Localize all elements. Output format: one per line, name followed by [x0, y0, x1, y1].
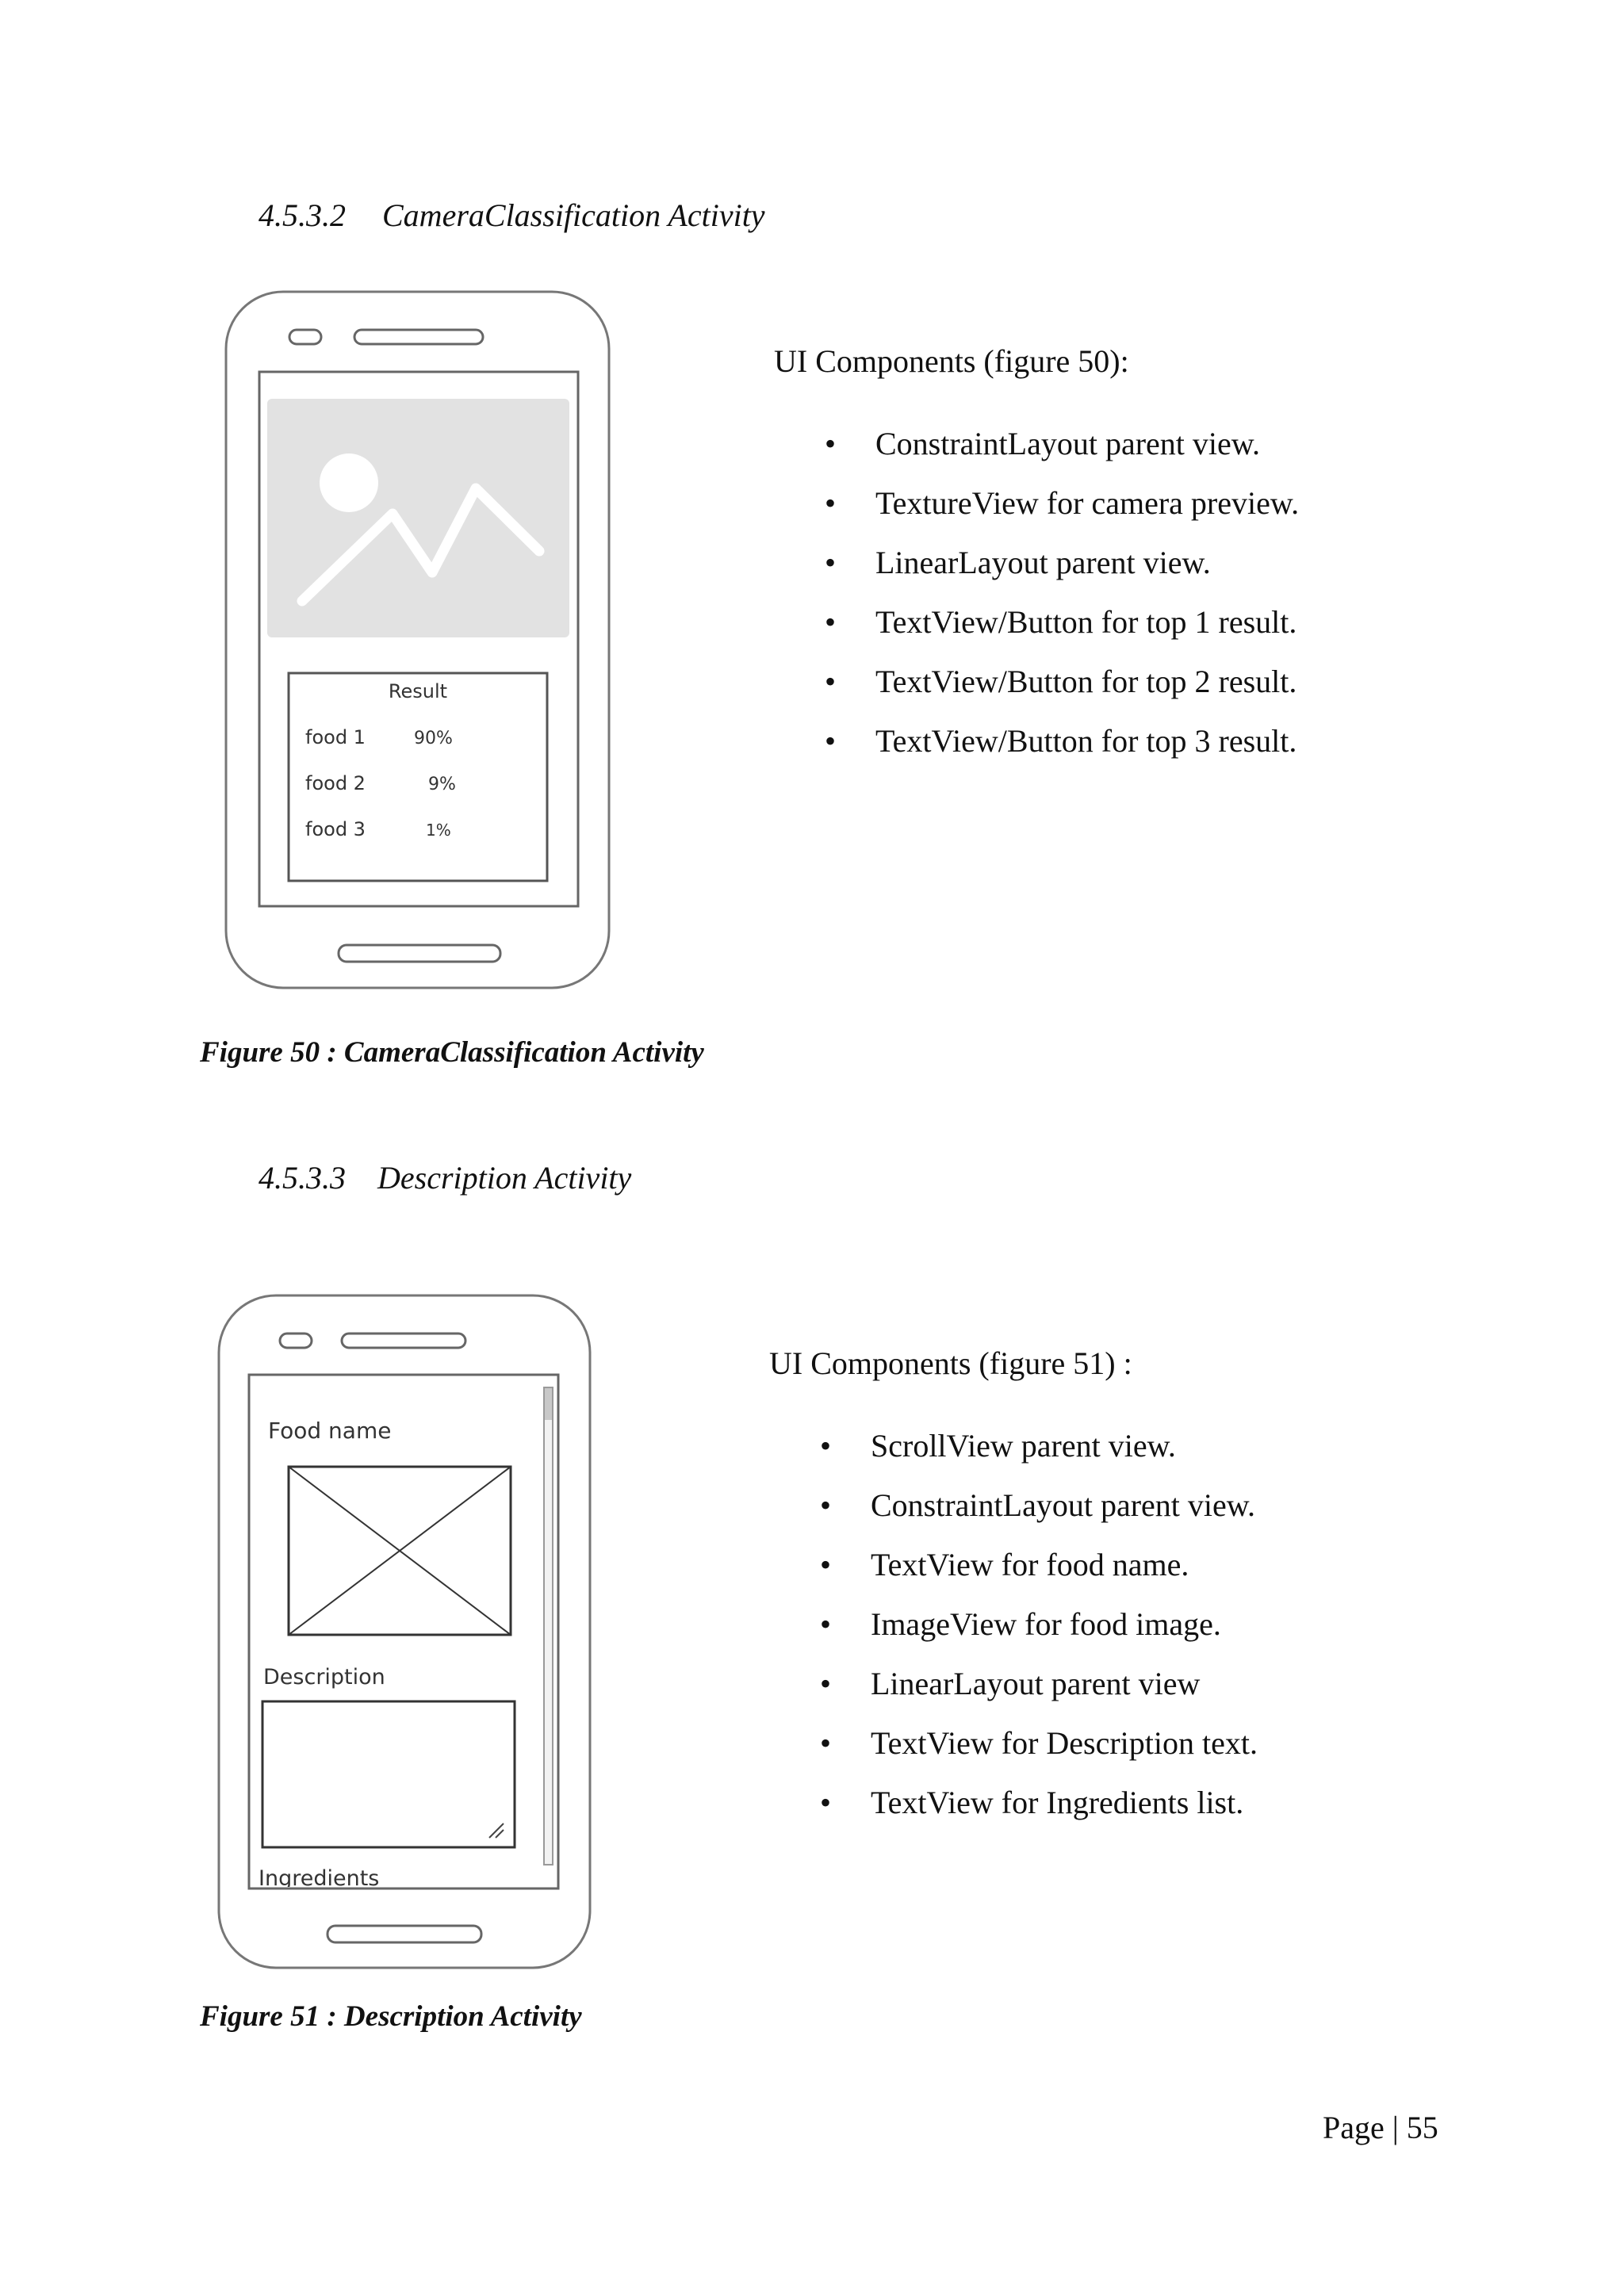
home-button: [326, 1924, 483, 1944]
section-title: CameraClassification Activity: [382, 197, 765, 233]
camera-activity-mockup: Result food 1 90% food 2 9% food 3 1%: [224, 290, 611, 989]
result-row-2-label: food 2: [305, 772, 366, 794]
figure-caption-51: Figure 51 : Description Activity: [200, 2000, 582, 2033]
image-placeholder-icon: [267, 399, 569, 637]
result-row-1-label: food 1: [305, 726, 366, 748]
resize-grip-icon: [488, 1823, 504, 1839]
scrollbar-thumb: [545, 1388, 552, 1420]
result-row-3-value: 1%: [426, 821, 451, 840]
list-item: ScrollView parent view.: [820, 1427, 1258, 1487]
list-item: TextView for Ingredients list.: [820, 1784, 1258, 1843]
figure-caption-50: Figure 50 : CameraClassification Activit…: [200, 1036, 704, 1069]
section-number: 4.5.3.2: [259, 197, 346, 233]
section-number: 4.5.3.3: [259, 1160, 346, 1196]
scrollbar-track: [543, 1387, 553, 1866]
description-textbox: [261, 1700, 516, 1849]
speaker-icon: [340, 1332, 467, 1349]
result-row-1-value: 90%: [414, 729, 453, 748]
list-item: TextView/Button for top 1 result.: [825, 603, 1299, 663]
result-title: Result: [389, 680, 447, 702]
result-row-2-value: 9%: [428, 775, 456, 794]
speaker-icon: [353, 328, 485, 346]
list-item: LinearLayout parent view: [820, 1665, 1258, 1724]
result-row-3-label: food 3: [305, 818, 366, 840]
list-item: TextView for Description text.: [820, 1724, 1258, 1784]
components-list-camera: ConstraintLayout parent view. TextureVie…: [825, 425, 1299, 782]
list-item: TextView/Button for top 2 result.: [825, 663, 1299, 722]
list-item: LinearLayout parent view.: [825, 544, 1299, 603]
section-heading-description: 4.5.3.3 Description Activity: [259, 1159, 631, 1196]
page-number: Page | 55: [1323, 2110, 1438, 2145]
section-title: Description Activity: [377, 1160, 632, 1196]
list-item: ConstraintLayout parent view.: [820, 1487, 1258, 1546]
list-item: TextView for food name.: [820, 1546, 1258, 1605]
description-activity-mockup: Food name Description Ingredients: [217, 1294, 592, 1969]
image-placeholder-x-icon: [287, 1465, 512, 1636]
list-item: ConstraintLayout parent view.: [825, 425, 1299, 484]
components-list-description: ScrollView parent view. ConstraintLayout…: [820, 1427, 1258, 1843]
list-item: TextureView for camera preview.: [825, 484, 1299, 544]
result-panel: [287, 672, 549, 882]
camera-icon: [288, 328, 323, 346]
camera-icon: [278, 1332, 313, 1349]
description-label: Description: [263, 1665, 385, 1689]
food-name-label: Food name: [268, 1418, 391, 1444]
ingredients-label: Ingredients: [259, 1866, 379, 1891]
components-title-camera: UI Components (figure 50):: [774, 343, 1129, 379]
components-title-description: UI Components (figure 51) :: [769, 1345, 1132, 1381]
home-button: [337, 943, 502, 963]
section-heading-camera: 4.5.3.2 CameraClassification Activity: [259, 197, 765, 234]
list-item: ImageView for food image.: [820, 1605, 1258, 1665]
list-item: TextView/Button for top 3 result.: [825, 722, 1299, 782]
